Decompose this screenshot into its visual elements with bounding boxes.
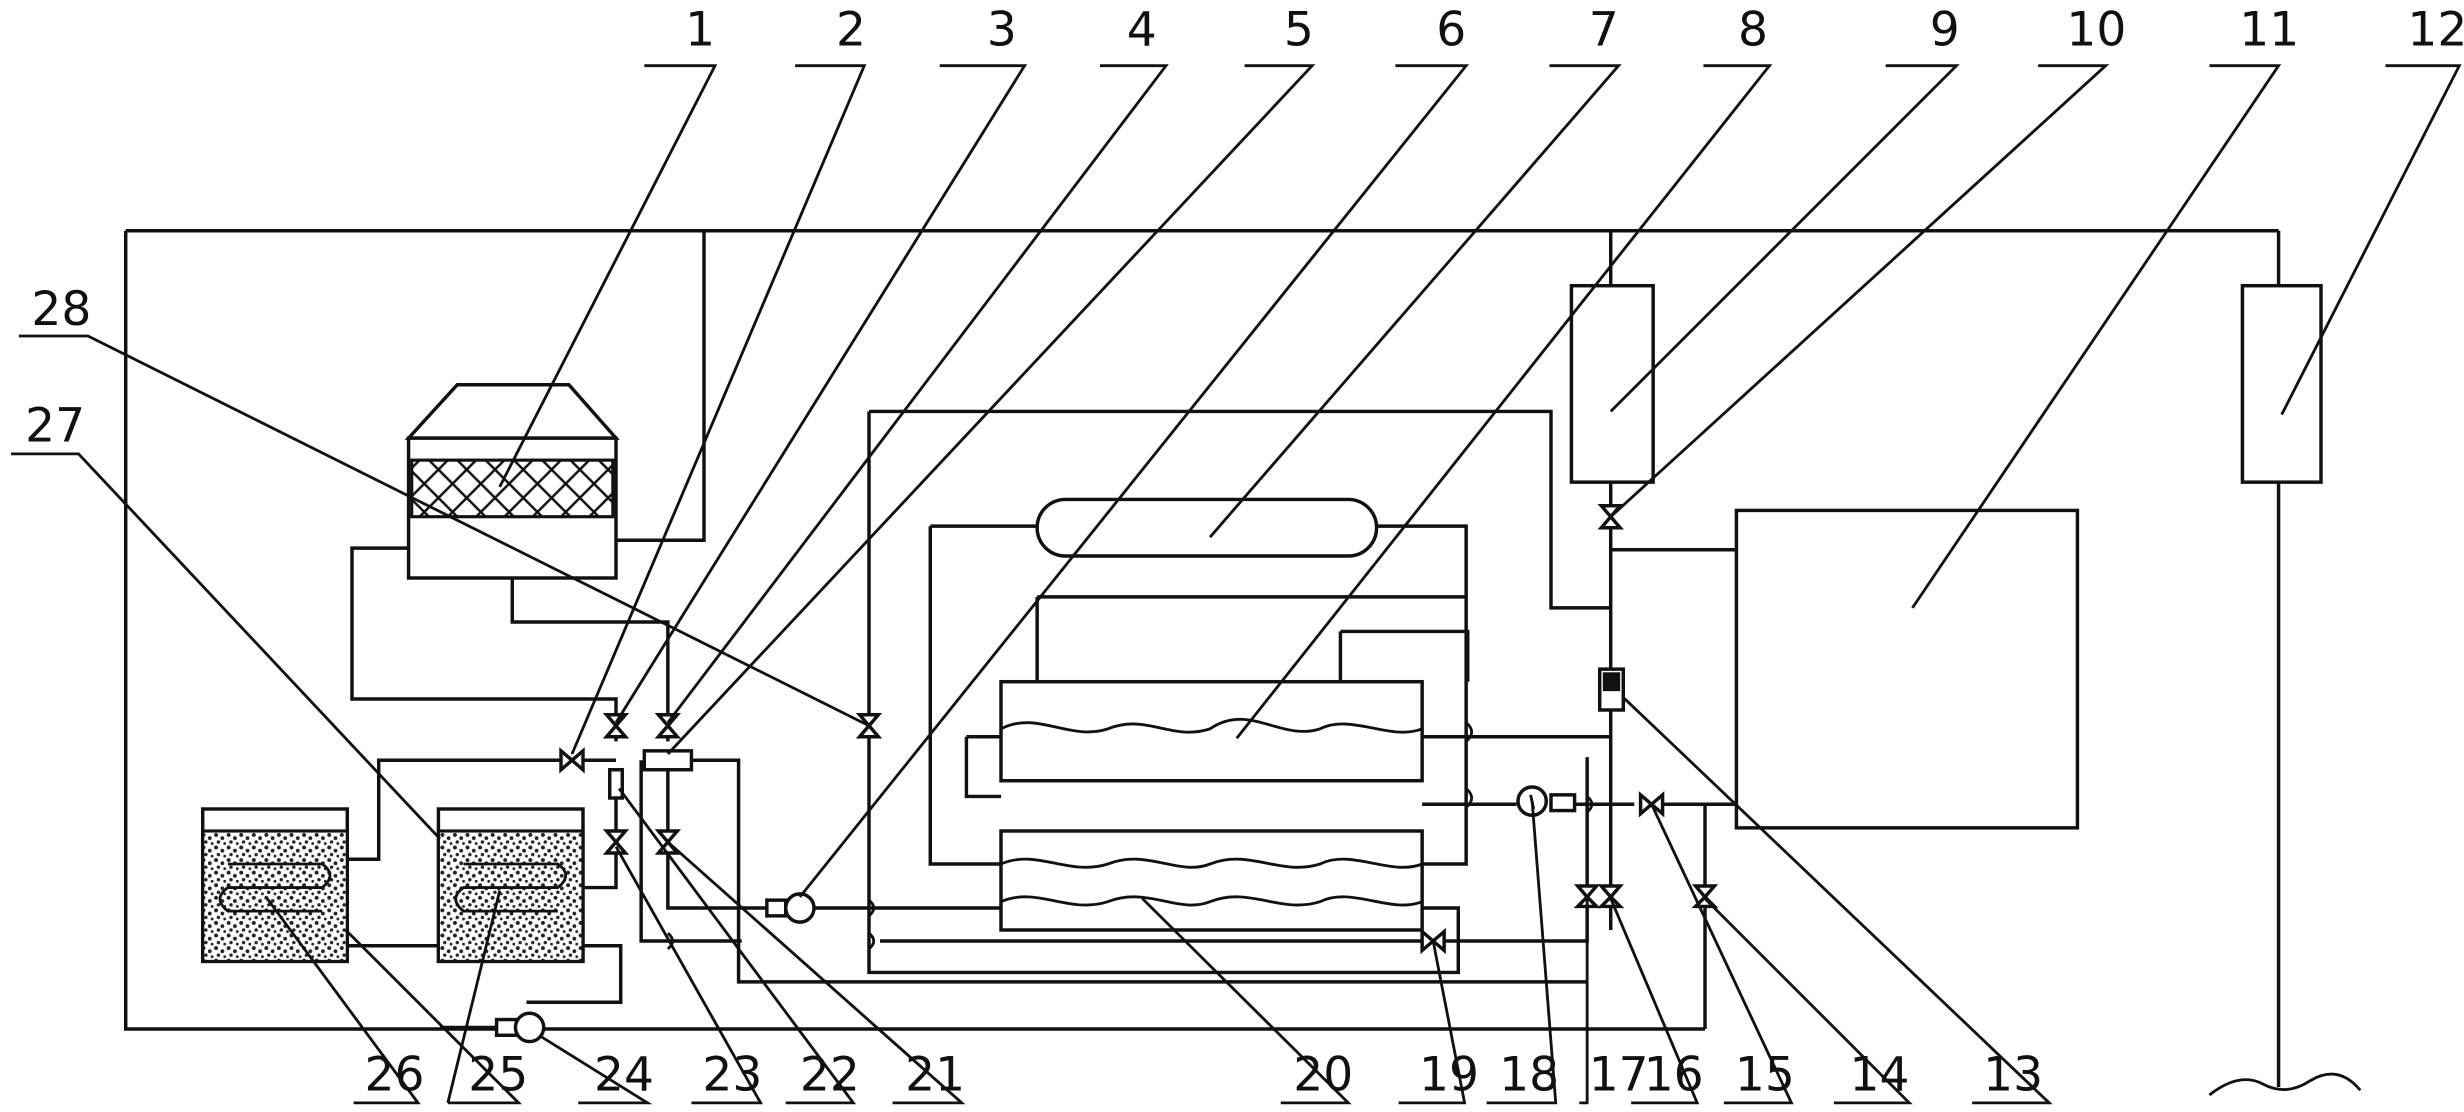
label-13: 13 xyxy=(1983,1047,2043,1102)
pump-18 xyxy=(1516,785,1577,818)
label-3: 3 xyxy=(987,2,1017,57)
label-23: 23 xyxy=(702,1047,762,1102)
label-11: 11 xyxy=(2239,2,2299,57)
buffer-tank xyxy=(1569,283,1655,484)
label-6: 6 xyxy=(1436,2,1466,57)
heat-exchanger-lower xyxy=(999,829,1424,932)
label-5: 5 xyxy=(1284,2,1314,57)
label-7: 7 xyxy=(1589,2,1619,57)
flow-sensor xyxy=(1597,667,1626,712)
mixing-tee xyxy=(642,749,694,772)
storage-tank-right xyxy=(436,807,585,964)
label-21: 21 xyxy=(905,1047,965,1102)
label-8: 8 xyxy=(1738,2,1768,57)
label-26: 26 xyxy=(365,1047,425,1102)
pipe-crossovers xyxy=(666,721,1594,950)
label-15: 15 xyxy=(1735,1047,1795,1102)
label-2: 2 xyxy=(836,2,866,57)
label-12: 12 xyxy=(2407,2,2464,57)
liquid-receiver xyxy=(1035,497,1379,558)
expansion-tank xyxy=(2240,283,2323,484)
ground-line xyxy=(2208,1072,2362,1097)
label-4: 4 xyxy=(1127,2,1157,57)
label-9: 9 xyxy=(1930,2,1960,57)
label-16: 16 xyxy=(1644,1047,1704,1102)
number-labels: 1 2 3 4 5 6 7 8 9 10 11 12 28 27 26 25 2… xyxy=(25,2,2464,1102)
label-27: 27 xyxy=(25,398,85,453)
piping xyxy=(123,228,2281,1088)
label-10: 10 xyxy=(2066,2,2126,57)
heat-exchanger-upper xyxy=(999,679,1424,783)
label-17: 17 xyxy=(1589,1047,1649,1102)
label-1: 1 xyxy=(685,2,715,57)
leader-lines xyxy=(11,64,2462,1105)
sensor-element xyxy=(607,767,625,800)
pump-6 xyxy=(765,892,816,924)
label-18: 18 xyxy=(1499,1047,1559,1102)
label-28: 28 xyxy=(31,282,91,337)
label-25: 25 xyxy=(468,1047,528,1102)
label-24: 24 xyxy=(594,1047,654,1102)
label-20: 20 xyxy=(1293,1047,1353,1102)
label-14: 14 xyxy=(1850,1047,1910,1102)
pump-24 xyxy=(494,1011,546,1044)
storage-tank-left xyxy=(200,807,350,964)
label-19: 19 xyxy=(1419,1047,1479,1102)
terminal-unit xyxy=(1734,508,2080,830)
label-22: 22 xyxy=(800,1047,860,1102)
